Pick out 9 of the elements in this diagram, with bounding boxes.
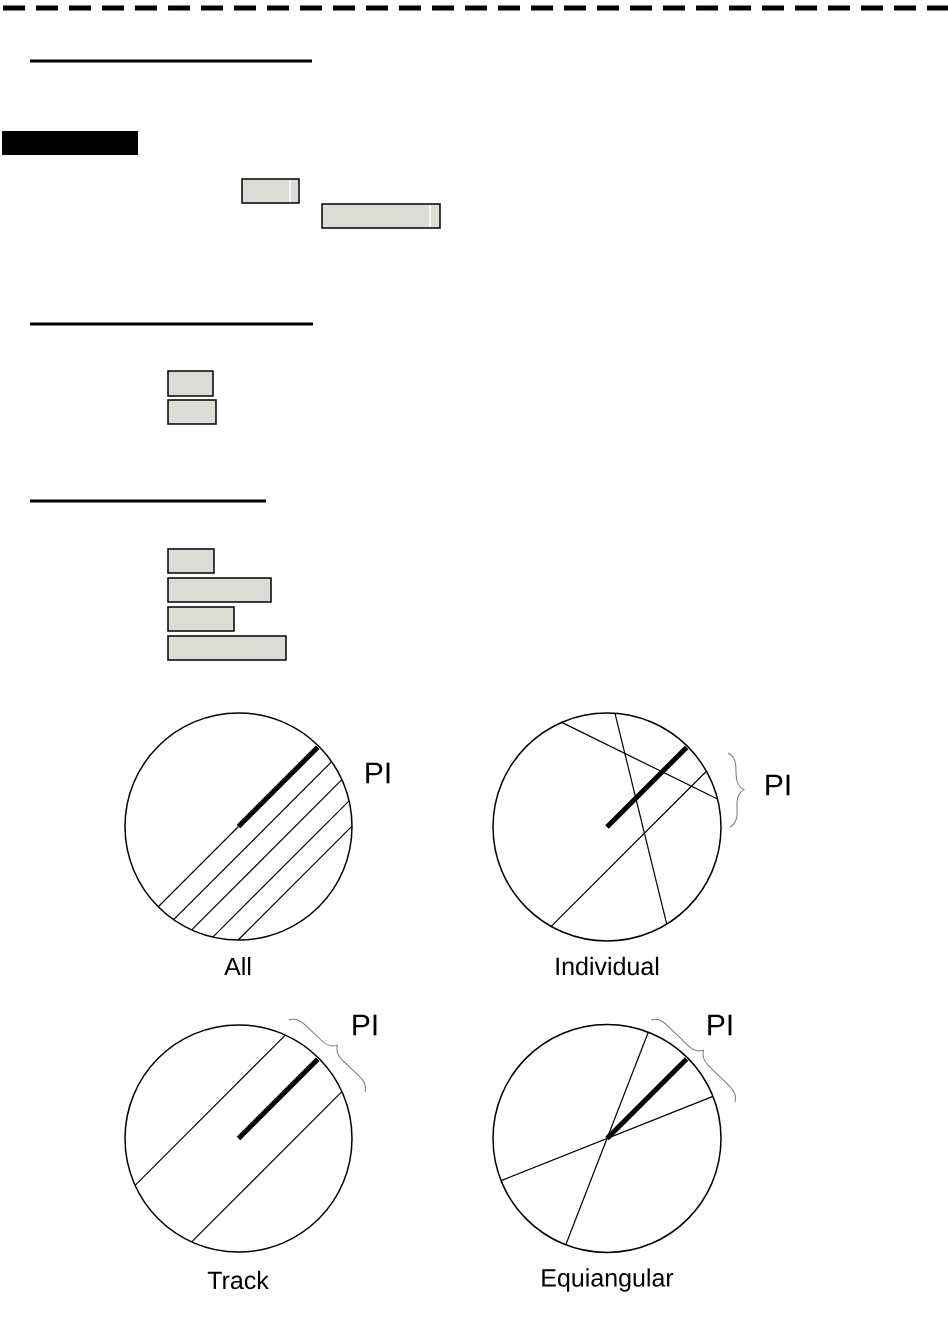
mode-caption: Track bbox=[207, 1270, 269, 1290]
pi-label: PI bbox=[708, 1014, 732, 1036]
pi-label: PI bbox=[766, 774, 790, 796]
pi-label: PI bbox=[353, 1014, 377, 1036]
mode-caption: All bbox=[224, 956, 251, 976]
pi-label: PI bbox=[366, 762, 390, 784]
solid-block bbox=[2, 131, 138, 155]
mode-caption: Equiangular bbox=[542, 1268, 674, 1292]
mode-caption: Individual bbox=[556, 956, 659, 976]
